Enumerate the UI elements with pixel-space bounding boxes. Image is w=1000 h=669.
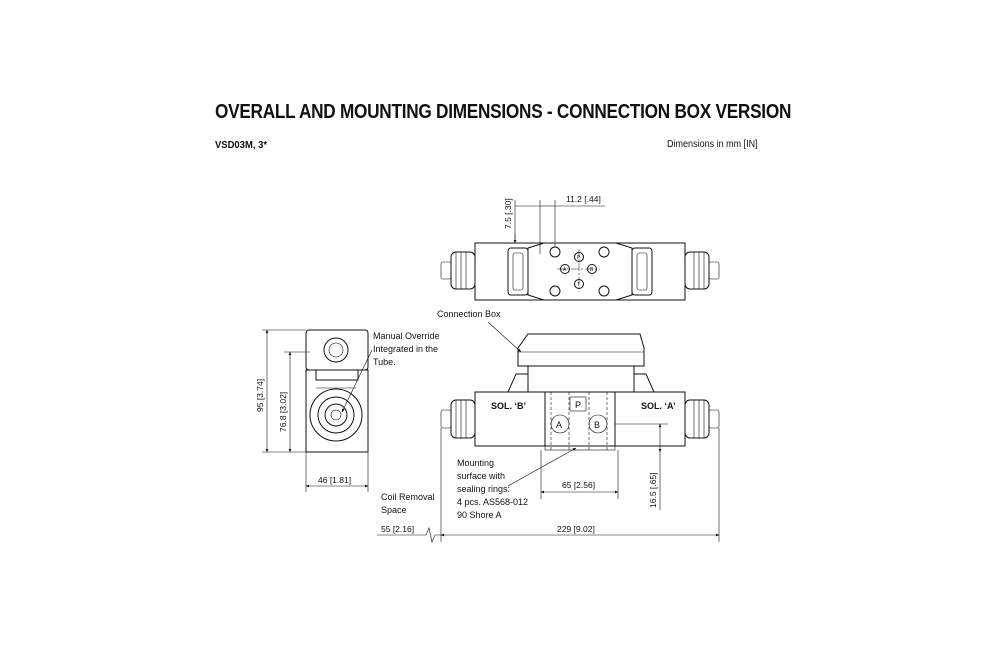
solenoid-b-label: SOL. ‘B’: [491, 401, 526, 411]
top-port-t: T: [577, 282, 580, 288]
solenoid-a-label: SOL. ‘A’: [641, 401, 676, 411]
top-port-p: P: [577, 255, 581, 261]
units-note: Dimensions in mm [IN]: [667, 139, 758, 150]
coil-removal-callout: Coil Removal Space: [381, 492, 437, 515]
model-number: VSD03M, 3*: [215, 139, 268, 151]
dim-port-height: 16.5 [.65]: [648, 473, 658, 508]
manual-override-callout: Manual Override Integrated in the Tube.: [373, 331, 442, 367]
port-a-label: A: [556, 420, 562, 430]
dim-height-overall: 95 [3.74]: [255, 379, 265, 412]
end-view: 95 [3.74] 76.8 [3.02] 46 [1.81]: [255, 329, 373, 492]
dim-height-axis: 76.8 [3.02]: [278, 392, 288, 432]
page-title: OVERALL AND MOUNTING DIMENSIONS - CONNEC…: [215, 101, 792, 123]
mounting-callout: Mounting surface with sealing rings: 4 p…: [457, 458, 531, 520]
top-view: P A B T 7.5 [.30] 11.2 [.44]: [440, 194, 720, 301]
dim-width-end: 46 [1.81]: [318, 475, 351, 485]
port-p-label: P: [575, 400, 581, 410]
front-view: P A B 65 [2.56] 16.5 [.65]: [377, 321, 720, 543]
top-port-b: B: [590, 267, 594, 273]
dim-port-span: 65 [2.56]: [562, 480, 595, 490]
dim-top-offset: 7.5 [.30]: [503, 198, 513, 229]
connection-box-callout: Connection Box: [437, 309, 501, 319]
port-b-label: B: [594, 420, 600, 430]
dim-coil-removal: 55 [2.16]: [381, 524, 414, 534]
top-port-a: A: [563, 267, 567, 273]
dim-length-overall: 229 [9.02]: [557, 524, 595, 534]
dim-top-width: 11.2 [.44]: [566, 194, 601, 204]
